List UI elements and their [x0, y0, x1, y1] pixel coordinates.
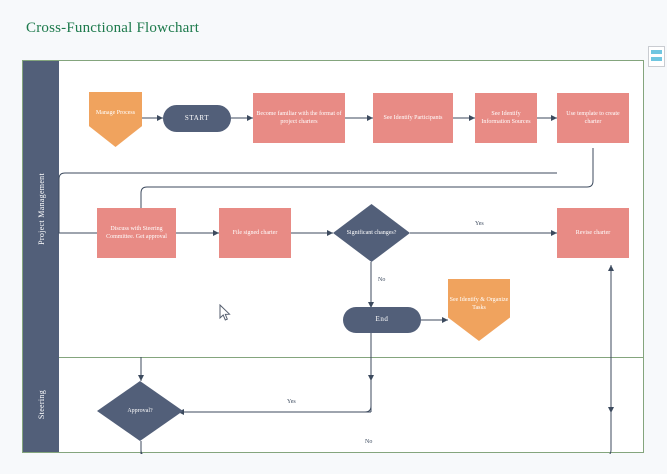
node-label-end: End: [375, 315, 389, 324]
node-significant-changes[interactable]: Significant changes?: [333, 204, 410, 262]
edge-label-yes-approval: Yes: [285, 399, 298, 405]
node-manage-process[interactable]: Manage Process: [89, 92, 142, 147]
node-file-signed[interactable]: File signed charter: [219, 208, 291, 258]
page-title: Cross-Functional Flowchart: [26, 20, 200, 36]
offpage-shape-icon: [89, 92, 142, 147]
node-use-template[interactable]: Use template to create charter: [557, 93, 629, 143]
node-become-familiar[interactable]: Become familiar with the format of proje…: [253, 93, 345, 143]
node-start[interactable]: START: [163, 105, 231, 132]
node-label-revise-charter: Revise charter: [575, 229, 611, 236]
swimlane-header-project-management[interactable]: Project Management: [23, 61, 59, 357]
swimlane-label-steering: Steering: [36, 389, 46, 420]
node-discuss-steering[interactable]: Discuss with Steering Committee. Get app…: [97, 208, 176, 258]
node-see-identify-information-sources[interactable]: See Identify Information Sources: [475, 93, 537, 143]
swimlane-divider: [59, 357, 643, 358]
node-label-see-identify-organize: See Identify & Organize Tasks: [449, 296, 509, 311]
node-label-start: START: [184, 113, 210, 122]
node-label-see-identify-information-sources: See Identify Information Sources: [481, 110, 531, 125]
swimlane-label-project-management: Project Management: [36, 173, 46, 245]
node-label-significant-changes: Significant changes?: [346, 229, 397, 236]
diamond-shape-icon: [333, 204, 410, 262]
swimlane-header-steering[interactable]: Steering: [23, 357, 59, 452]
edge-label-no-significant: No: [376, 277, 388, 283]
node-approval[interactable]: Approval?: [97, 381, 183, 441]
node-see-identify-organize[interactable]: See Identify & Organize Tasks: [448, 279, 510, 341]
node-label-see-identify-participants: See Identify Participants: [383, 114, 443, 121]
edge-label-yes-significant: Yes: [473, 221, 486, 227]
flowchart-canvas[interactable]: Project Management Steering: [22, 60, 644, 454]
node-label-use-template: Use template to create charter: [566, 110, 620, 125]
node-end[interactable]: End: [343, 307, 421, 333]
diamond-shape-icon-2: [97, 381, 183, 441]
edge-no-stub: [140, 441, 142, 454]
panel-widget-icon[interactable]: [648, 46, 665, 67]
node-label-approval: Approval?: [127, 407, 153, 414]
edge-approval-no: [140, 265, 614, 454]
panel-bar-1: [651, 50, 662, 54]
node-label-manage-process: Manage Process: [95, 110, 136, 117]
node-label-become-familiar: Become familiar with the format of proje…: [256, 110, 342, 125]
mouse-cursor-icon: [219, 304, 231, 321]
node-label-discuss-steering: Discuss with Steering Committee. Get app…: [106, 225, 167, 240]
node-revise-charter[interactable]: Revise charter: [557, 208, 629, 258]
panel-bar-2: [651, 57, 662, 61]
node-see-identify-participants[interactable]: See Identify Participants: [373, 93, 453, 143]
node-label-file-signed: File signed charter: [232, 229, 278, 236]
edge-label-no-approval: No: [363, 439, 375, 445]
edge-yes-line-approval: [183, 333, 372, 413]
